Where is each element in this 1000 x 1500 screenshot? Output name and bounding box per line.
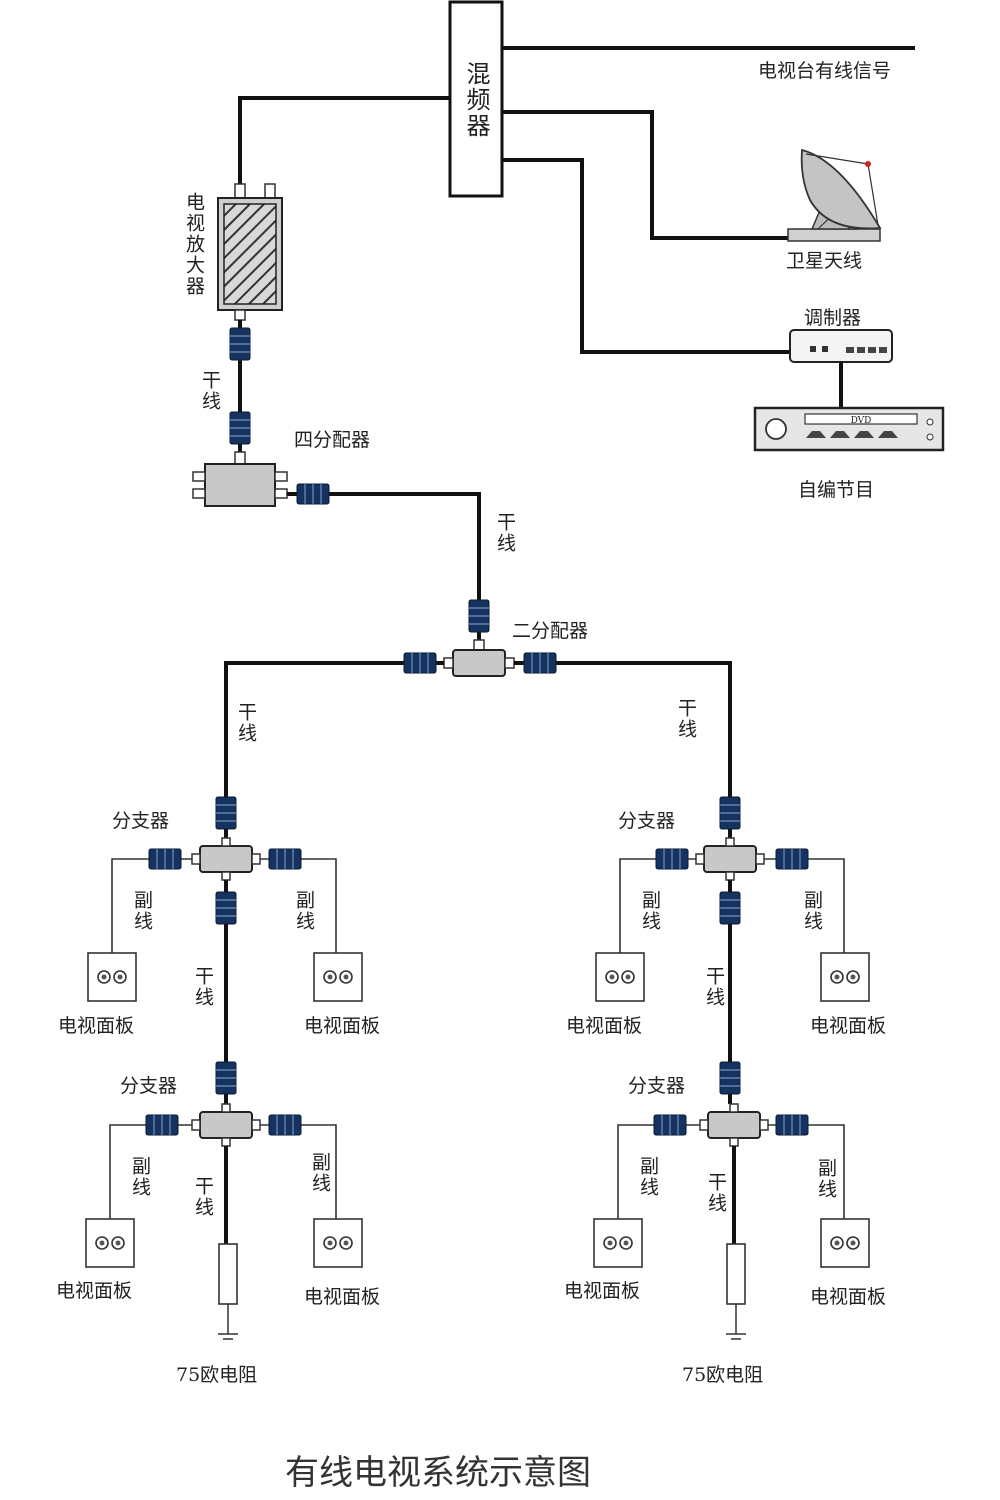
two-way-splitter bbox=[443, 639, 515, 677]
tv-panel-right-2a bbox=[593, 1218, 643, 1268]
tap-right-2 bbox=[699, 1103, 769, 1147]
tv-panel-label-left-1b: 电视面板 bbox=[304, 1015, 380, 1037]
modulator-label: 调制器 bbox=[804, 307, 861, 329]
branch-line-left-2a bbox=[109, 1124, 192, 1220]
self-program-label: 自编节目 bbox=[798, 479, 874, 501]
trunk-label-2: 干线 bbox=[494, 512, 516, 554]
resistor-label-left: 75欧电阻 bbox=[176, 1364, 257, 1386]
modulator-device bbox=[789, 329, 893, 363]
tv-panel-left-1a bbox=[87, 952, 137, 1002]
branch-label-right-2b: 副线 bbox=[815, 1158, 837, 1200]
tap-label-right-1: 分支器 bbox=[618, 810, 675, 832]
tap-right-1 bbox=[695, 837, 765, 881]
amplifier-feed-line bbox=[238, 96, 450, 186]
tap-label-left-2: 分支器 bbox=[120, 1075, 177, 1097]
four-way-splitter bbox=[192, 451, 288, 507]
tv-panel-label-left-2b: 电视面板 bbox=[304, 1286, 380, 1308]
resistor-label-right: 75欧电阻 bbox=[682, 1364, 763, 1386]
tv-panel-label-left-1a: 电视面板 bbox=[58, 1015, 134, 1037]
tv-panel-label-right-1a: 电视面板 bbox=[566, 1015, 642, 1037]
satellite-label: 卫星天线 bbox=[786, 250, 862, 272]
trunk-label-right: 干线 bbox=[675, 698, 697, 740]
trunk-label-right-mid: 干线 bbox=[703, 966, 725, 1008]
tv-panel-right-1b bbox=[820, 952, 870, 1002]
branch-label-left-1b: 副线 bbox=[293, 890, 315, 932]
modulator-line bbox=[502, 158, 790, 354]
tv-panel-label-left-2a: 电视面板 bbox=[56, 1280, 132, 1302]
branch-label-left-2b: 副线 bbox=[309, 1152, 331, 1194]
tv-panel-right-2b bbox=[820, 1218, 870, 1268]
satellite-dish-icon bbox=[787, 148, 882, 242]
tv-panel-right-1a bbox=[595, 952, 645, 1002]
two-way-splitter-label: 二分配器 bbox=[512, 620, 588, 642]
diagram-title: 有线电视系统示意图 bbox=[285, 1453, 591, 1493]
trunk-label-left: 干线 bbox=[235, 702, 257, 744]
tv-panel-left-2a bbox=[85, 1218, 135, 1268]
resistor-right bbox=[726, 1243, 746, 1340]
trunk-label-1: 干线 bbox=[199, 370, 221, 412]
tap-left-2 bbox=[191, 1103, 261, 1147]
tv-amplifier bbox=[217, 183, 283, 321]
resistor-left bbox=[218, 1243, 238, 1340]
right-trunk-line bbox=[514, 661, 732, 846]
trunk-label-right-end: 干线 bbox=[705, 1172, 727, 1214]
branch-label-right-1a: 副线 bbox=[639, 890, 661, 932]
mixer: 混频器 bbox=[448, 0, 504, 198]
dvd-player-device: DVD bbox=[753, 406, 945, 452]
tap-label-left-1: 分支器 bbox=[112, 810, 169, 832]
branch-label-left-2a: 副线 bbox=[129, 1156, 151, 1198]
satellite-line bbox=[502, 110, 800, 240]
tv-panel-label-right-1b: 电视面板 bbox=[810, 1015, 886, 1037]
mixer-label: 混频器 bbox=[462, 61, 490, 139]
tap-left-1 bbox=[191, 837, 261, 881]
trunk-label-left-end: 干线 bbox=[192, 1176, 214, 1218]
branch-label-left-1a: 副线 bbox=[131, 890, 153, 932]
trunk-label-left-mid: 干线 bbox=[192, 966, 214, 1008]
tv-panel-label-right-2b: 电视面板 bbox=[810, 1286, 886, 1308]
branch-label-right-1b: 副线 bbox=[801, 890, 823, 932]
tv-panel-left-2b bbox=[313, 1218, 363, 1268]
tv-panel-left-1b bbox=[313, 952, 363, 1002]
tap-label-right-2: 分支器 bbox=[628, 1075, 685, 1097]
dvd-label: DVD bbox=[851, 416, 872, 426]
cable-signal-label: 电视台有线信号 bbox=[758, 60, 891, 82]
branch-line-right-2a bbox=[617, 1124, 700, 1220]
four-way-splitter-label: 四分配器 bbox=[294, 429, 370, 451]
splitter-to-two-way-trunk bbox=[287, 492, 481, 650]
amplifier-label: 电视放大器 bbox=[183, 192, 205, 297]
left-trunk-line bbox=[224, 661, 444, 846]
branch-label-right-2a: 副线 bbox=[637, 1156, 659, 1198]
tv-panel-label-right-2a: 电视面板 bbox=[564, 1280, 640, 1302]
